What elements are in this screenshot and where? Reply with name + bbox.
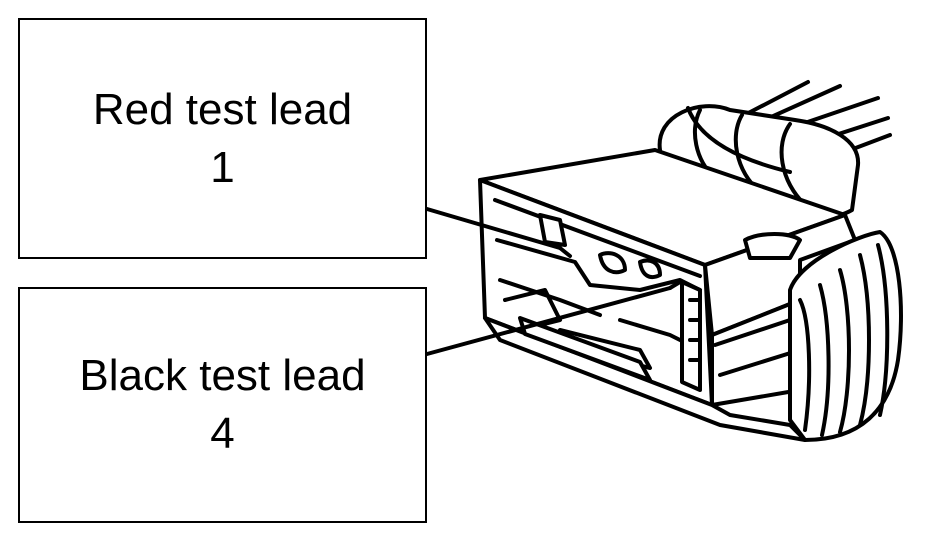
connector-latch xyxy=(788,230,903,442)
red-test-lead-label: Red test lead 1 xyxy=(18,18,427,259)
black-test-lead-label: Black test lead 4 xyxy=(18,287,427,523)
red-test-lead-pin: 1 xyxy=(210,142,235,192)
red-lead-leader-line xyxy=(425,207,562,250)
black-lead-leader-line xyxy=(425,286,672,356)
connector-body xyxy=(478,148,857,442)
black-test-lead-name: Black test lead xyxy=(79,351,366,400)
black-test-lead-pin: 4 xyxy=(210,409,235,458)
red-test-lead-name: Red test lead xyxy=(92,84,353,134)
leader-lines xyxy=(425,207,682,356)
